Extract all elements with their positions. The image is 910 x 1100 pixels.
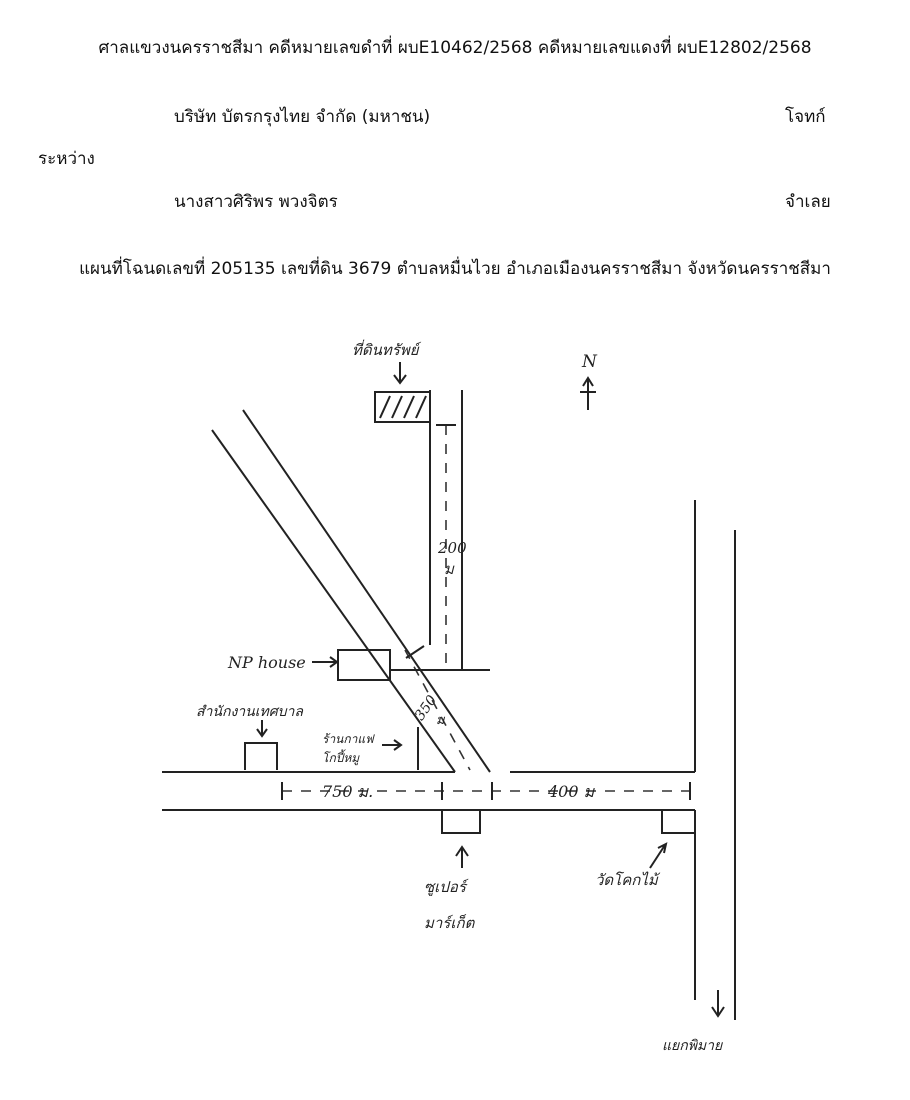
plaintiff-name: บริษัท บัตรกรุงไทย จำกัด (มหาชน) (174, 107, 431, 127)
coffee-label-1: ร้านกาแฟ (322, 732, 375, 746)
between-label: ระหว่าง (38, 149, 95, 169)
supermarket-box (441, 810, 481, 834)
diagonal-tick-top (405, 645, 425, 659)
supermarket-label-2: มาร์เก็ต (424, 914, 476, 932)
parcel-hatch (415, 395, 427, 419)
dist-north-unit: ม (444, 560, 455, 578)
parcel-hatch (403, 395, 415, 419)
junction-label: แยกพิมาย (662, 1038, 723, 1054)
dist-diagonal-unit: ม (436, 713, 446, 728)
office-label: สำนักงานเทศบาล (196, 704, 304, 720)
supermarket-label-1: ซูเปอร์ (424, 878, 469, 896)
defendant-name: นางสาวศิริพร พวงจิตร (174, 192, 338, 212)
parcel-hatch (379, 395, 391, 419)
np-house-label: NP house (227, 653, 306, 672)
defendant-role: จำเลย (785, 192, 831, 212)
target-parcel (374, 391, 431, 423)
coffee-label-2: โกปี้หมู (322, 749, 360, 766)
case-number-line: ศาลแขวงนครราชสีมา คดีหมายเลขดำที่ ผบE104… (98, 38, 812, 58)
np-house-box (337, 649, 391, 681)
diagonal-road-east-edge (242, 409, 491, 773)
dist-east-label: 400 ม (547, 782, 596, 801)
temple-box (661, 810, 695, 834)
office-arrow (256, 720, 268, 738)
north-label: N (581, 352, 598, 372)
map-title: แผนที่โฉนดเลขที่ 205135 เลขที่ดิน 3679 ต… (79, 259, 831, 279)
temple-arrow (649, 842, 668, 869)
diagonal-road-west-edge (211, 429, 456, 773)
parcel-arrow (393, 362, 407, 385)
supermarket-arrow (455, 845, 469, 868)
parcel-label: ที่ดินทรัพย์ (352, 339, 422, 359)
office-box (244, 742, 278, 770)
dist-north-label: 200 (437, 539, 467, 557)
dist-west-label: 750 ม. (322, 782, 373, 801)
coffee-arrow (382, 739, 403, 751)
junction-arrow (711, 990, 725, 1018)
np-house-arrow (312, 656, 339, 668)
plaintiff-role: โจทก์ (785, 107, 826, 127)
parcel-hatch (391, 395, 403, 419)
north-arrow-icon (580, 376, 596, 410)
temple-label: วัดโคกไม้ (595, 871, 661, 889)
